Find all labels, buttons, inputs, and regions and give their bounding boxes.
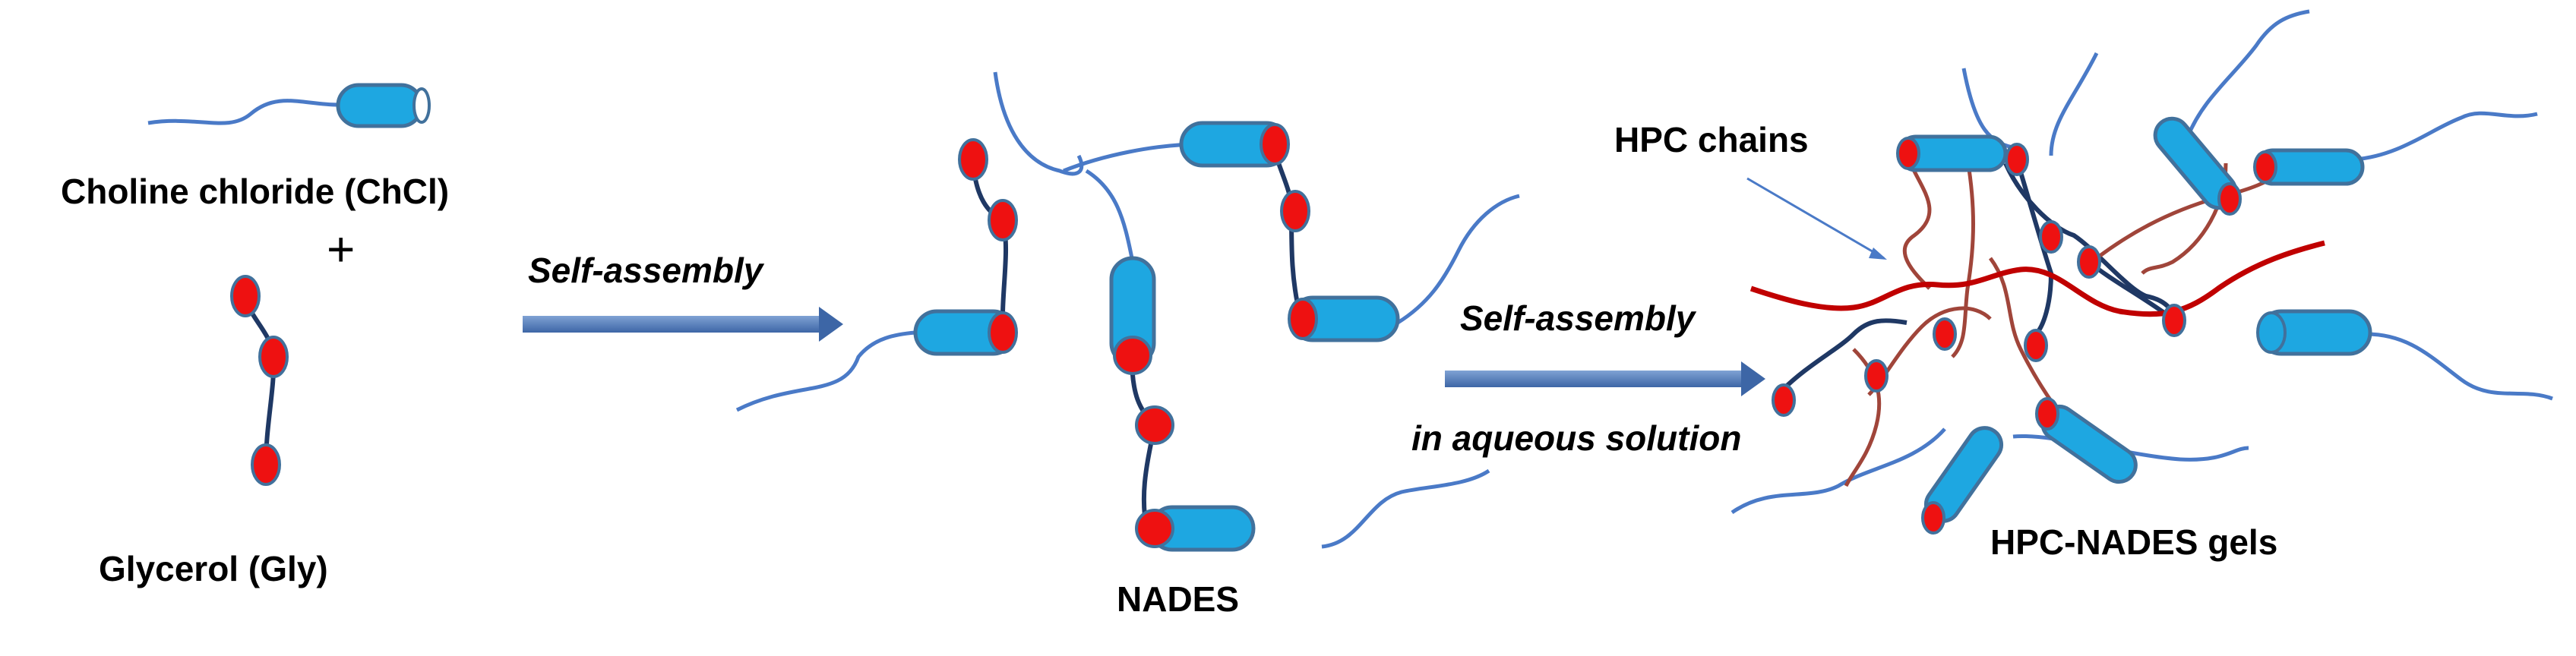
choline-tail	[147, 99, 339, 125]
arrow-self-assembly	[523, 307, 843, 342]
nades-cluster	[735, 71, 1520, 552]
hpc-chains-pointer	[1746, 177, 1887, 260]
nades-label: NADES	[1117, 579, 1239, 619]
plus-sign: +	[327, 222, 355, 276]
arrow2-label-line1: Self-assembly	[1460, 298, 1697, 338]
gels-label: HPC-NADES gels	[1990, 522, 2277, 562]
arrow-self-assembly-aqueous	[1445, 361, 1765, 396]
arrow2-label-line2: in aqueous solution	[1411, 418, 1741, 458]
choline-chloride-molecule	[147, 83, 431, 128]
glycerol-molecule	[230, 275, 289, 486]
hpc-nades-network	[1731, 9, 2553, 535]
arrow1-label: Self-assembly	[528, 251, 765, 290]
choline-label: Choline chloride (ChCl)	[61, 172, 449, 211]
hpc-chains-label: HPC chains	[1614, 120, 1809, 159]
glycerol-label: Glycerol (Gly)	[99, 549, 328, 588]
